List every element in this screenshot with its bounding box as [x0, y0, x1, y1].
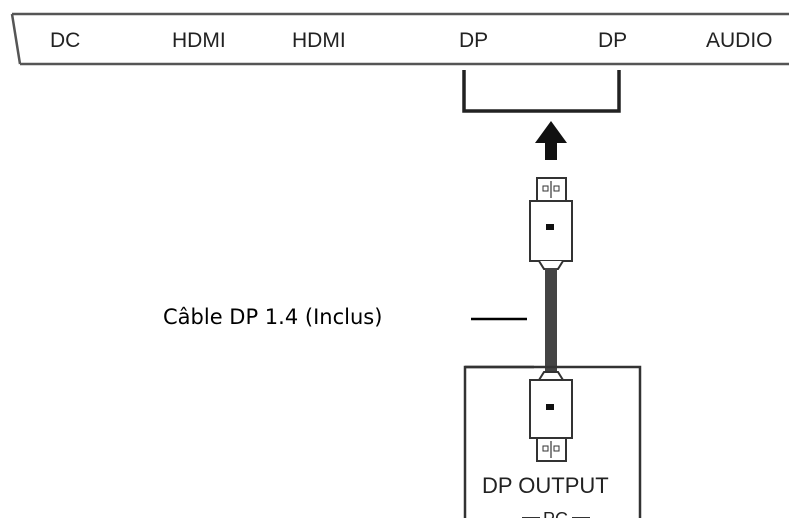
- dp-cable: [545, 268, 557, 372]
- pc-box: [463, 365, 642, 518]
- dp-port-bracket: [462, 70, 621, 113]
- port-label-hdmi-2: HDMI: [292, 29, 346, 52]
- port-label-dp-1: DP: [459, 29, 488, 52]
- dp-connector-bottom: [529, 371, 573, 462]
- port-label-audio: AUDIO: [706, 29, 773, 52]
- port-label-hdmi-1: HDMI: [172, 29, 226, 52]
- cable-label: Câble DP 1.4 (Inclus): [163, 305, 382, 329]
- up-arrow-icon: [535, 121, 567, 160]
- pc-label: PC: [543, 509, 568, 518]
- port-label-dp-2: DP: [598, 29, 627, 52]
- dp-connector-top: [529, 177, 573, 270]
- port-label-dc: DC: [50, 29, 80, 52]
- dp-output-label: DP OUTPUT: [482, 473, 609, 498]
- monitor-port-panel: DC HDMI HDMI DP DP AUDIO: [10, 12, 789, 66]
